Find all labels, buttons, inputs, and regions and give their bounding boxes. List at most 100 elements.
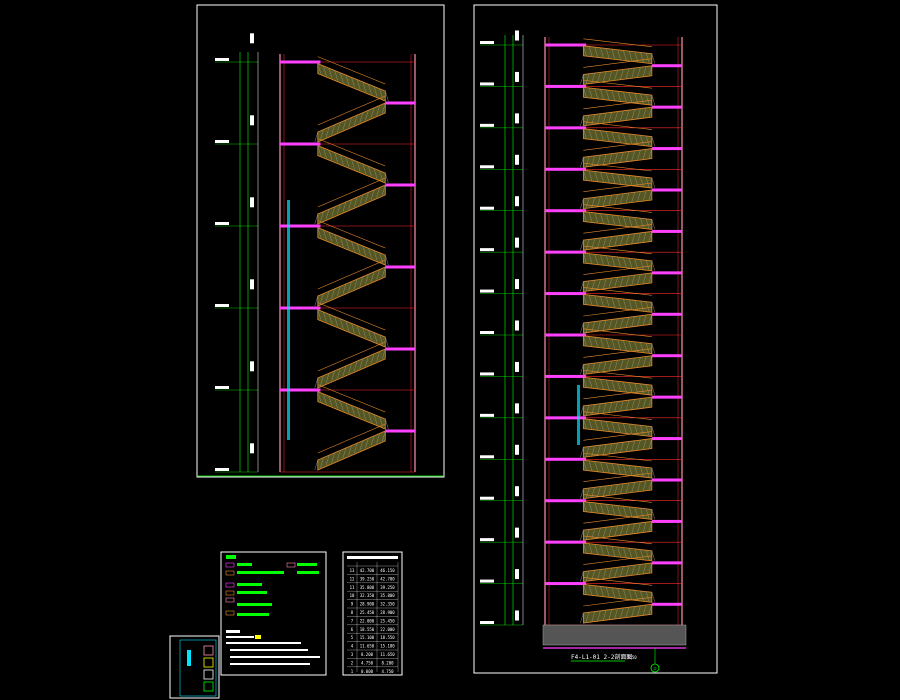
stair-tread-line	[337, 204, 341, 215]
stair-tread-line	[385, 172, 389, 184]
stair-tread-line	[348, 199, 352, 210]
stair-tread-line	[585, 446, 590, 457]
stair-tread-line	[359, 194, 364, 205]
stair-tread-line	[342, 365, 347, 376]
legend-swatch-1	[225, 562, 235, 568]
stair-handrail	[583, 328, 652, 338]
stair-flight-right-3b	[580, 182, 653, 210]
stair-tread-line	[623, 588, 627, 600]
stair-tread-line	[580, 74, 584, 85]
detail-inner-border	[179, 639, 217, 697]
stair-tread-line	[631, 357, 635, 368]
stair-tread-line	[617, 339, 621, 350]
stair-tread-line	[320, 129, 324, 140]
stair-tread-line	[640, 300, 644, 312]
stair-flight-right-7b	[580, 348, 653, 375]
stair-tread-line	[617, 298, 621, 309]
stair-tread-line	[651, 343, 656, 354]
stair-tread-line	[353, 279, 358, 290]
stair-tread-line	[602, 154, 607, 165]
stair-tread-line	[628, 589, 633, 600]
stair-tread-line	[608, 195, 613, 206]
stair-tread-line	[320, 375, 324, 386]
stair-tread-line	[611, 421, 616, 433]
stair-tread-line	[353, 361, 358, 372]
stair-tread-line	[614, 442, 618, 454]
stair-tread-line	[617, 91, 621, 102]
detail-symbol-4	[203, 681, 214, 692]
stair-handrail	[317, 220, 386, 249]
stair-tread-line	[634, 465, 638, 477]
stair-tread-line	[314, 213, 319, 225]
stair-tread-line	[608, 526, 613, 537]
stair-flight-left-2b	[314, 259, 386, 307]
stair-tread-line	[648, 272, 653, 283]
stair-tread-line	[614, 359, 618, 371]
stair-tread-line	[583, 542, 587, 554]
stair-handrail	[317, 138, 386, 167]
stair-tread-line	[345, 320, 350, 332]
stair-tread-line	[623, 50, 627, 61]
stair-tread-line	[588, 419, 593, 430]
stair-tread-line	[597, 610, 601, 621]
stair-tread-line	[382, 184, 386, 196]
stair-handrail	[583, 38, 652, 48]
stair-tread-line	[634, 134, 638, 145]
stair-tread-line	[605, 379, 610, 390]
stair-tread-line	[583, 87, 587, 98]
stair-tread-line	[642, 397, 647, 408]
stair-tread-line	[320, 457, 324, 468]
stair-tread-line	[588, 377, 593, 388]
stair-tread-line	[651, 95, 656, 106]
stair-tread-line	[580, 157, 584, 168]
table-cell: 7	[351, 618, 354, 623]
stair-tread-line	[625, 109, 630, 121]
stair-tread-line	[651, 467, 656, 479]
stair-tread-line	[351, 159, 355, 170]
stair-tread-line	[645, 218, 650, 229]
legend-swatch-3	[225, 570, 235, 576]
stair-tread-line	[645, 301, 650, 312]
stair-tread-line	[645, 550, 650, 561]
stair-tread-line	[642, 107, 647, 118]
stair-tread-line	[362, 245, 367, 256]
stair-tread-line	[594, 544, 599, 555]
stair-tread-line	[583, 211, 587, 222]
stair-tread-line	[631, 192, 635, 203]
stair-tread-line	[348, 281, 352, 292]
dimension-label	[250, 197, 254, 208]
landing-slab	[385, 265, 415, 269]
stair-tread-line	[617, 463, 621, 475]
stair-tread-line	[356, 161, 361, 172]
stair-tread-line	[640, 52, 644, 63]
stair-tread-line	[648, 148, 653, 159]
landing-slab	[280, 224, 321, 228]
stair-tread-line	[580, 571, 584, 582]
stair-tread-line	[634, 341, 638, 352]
stair-tread-line	[642, 232, 647, 243]
stair-tread-line	[614, 318, 618, 329]
stair-tread-line	[331, 370, 335, 381]
stair-tread-line	[602, 527, 607, 538]
stair-tread-line	[625, 358, 630, 369]
level-mark-label	[480, 455, 494, 459]
stair-tread-line	[328, 150, 333, 161]
stair-tread-line	[594, 212, 599, 223]
table-cell: 18.550	[360, 627, 375, 632]
dimension-label	[515, 30, 519, 41]
landing-slab	[651, 271, 682, 275]
stair-tread-line	[594, 419, 599, 431]
stair-tread-line	[631, 606, 635, 617]
stair-tread-line	[625, 524, 630, 535]
stair-tread-line	[325, 373, 330, 384]
stair-tread-line	[351, 405, 355, 416]
notes-heading-bar	[226, 555, 236, 559]
stair-tread-line	[597, 445, 601, 456]
stair-handrail	[583, 555, 652, 565]
stair-tread-line	[600, 462, 604, 473]
stair-tread-line	[359, 276, 364, 287]
table-cell: 11.650	[360, 644, 375, 649]
table-cell: 32.350	[360, 593, 375, 598]
dimension-label	[250, 279, 254, 290]
